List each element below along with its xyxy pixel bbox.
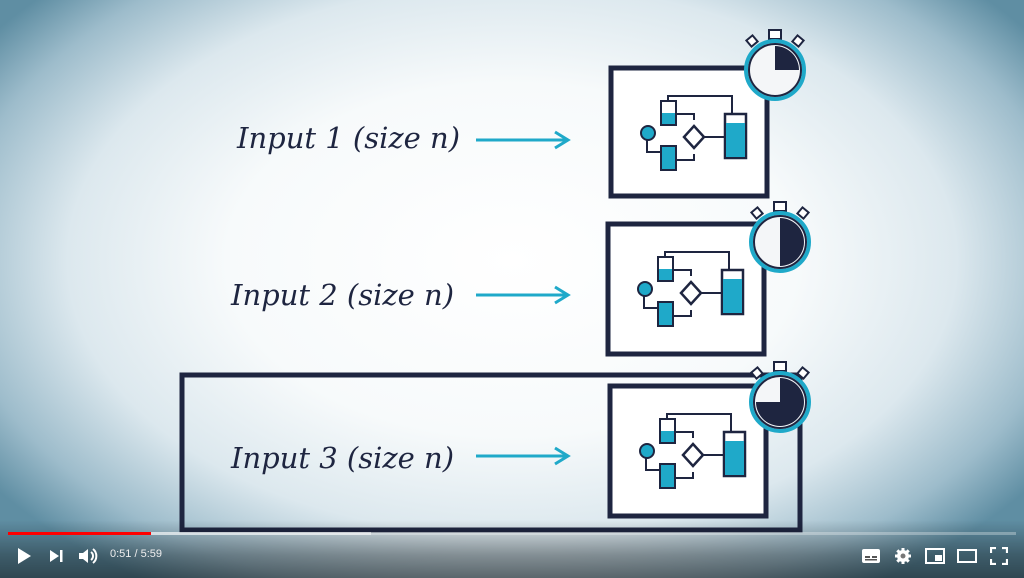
subtitles-button[interactable] [857, 542, 885, 570]
fullscreen-button[interactable] [985, 542, 1013, 570]
subtitles-icon [862, 549, 880, 563]
input-1-label: Input 1 (size n) [236, 121, 460, 155]
progress-bar[interactable] [8, 532, 1016, 535]
theater-mode-button[interactable] [953, 542, 981, 570]
input-3-label: Input 3 (size n) [230, 441, 454, 475]
miniplayer-icon [925, 548, 945, 564]
play-icon [18, 548, 31, 564]
theater-mode-icon [957, 549, 977, 563]
stopwatch-fill [775, 46, 799, 70]
miniplayer-button[interactable] [921, 542, 949, 570]
input-2-label: Input 2 (size n) [230, 278, 454, 312]
settings-button[interactable] [889, 542, 917, 570]
played-bar [8, 532, 152, 535]
arrow-3 [476, 446, 571, 466]
algorithm-box-3 [607, 383, 769, 519]
stopwatch-icon-3 [749, 361, 811, 433]
time-display: 0:51 / 5:59 [110, 548, 162, 560]
buffered-bar [8, 532, 371, 535]
arrow-1 [476, 130, 571, 150]
stopwatch-fill [756, 378, 804, 426]
play-button[interactable] [10, 542, 38, 570]
settings-icon [895, 548, 911, 564]
algorithm-box-1 [608, 65, 770, 199]
fullscreen-icon [990, 547, 1008, 565]
stopwatch-fill [780, 218, 804, 266]
player-controls: 0:51 / 5:59 [0, 520, 1024, 578]
stopwatch-icon-1 [744, 29, 806, 101]
next-icon [50, 550, 63, 562]
algorithm-box-2 [605, 221, 767, 357]
arrow-2 [476, 285, 571, 305]
next-button[interactable] [42, 542, 70, 570]
volume-icon [79, 548, 98, 564]
stopwatch-icon-2 [749, 201, 811, 273]
volume-button[interactable] [74, 542, 102, 570]
